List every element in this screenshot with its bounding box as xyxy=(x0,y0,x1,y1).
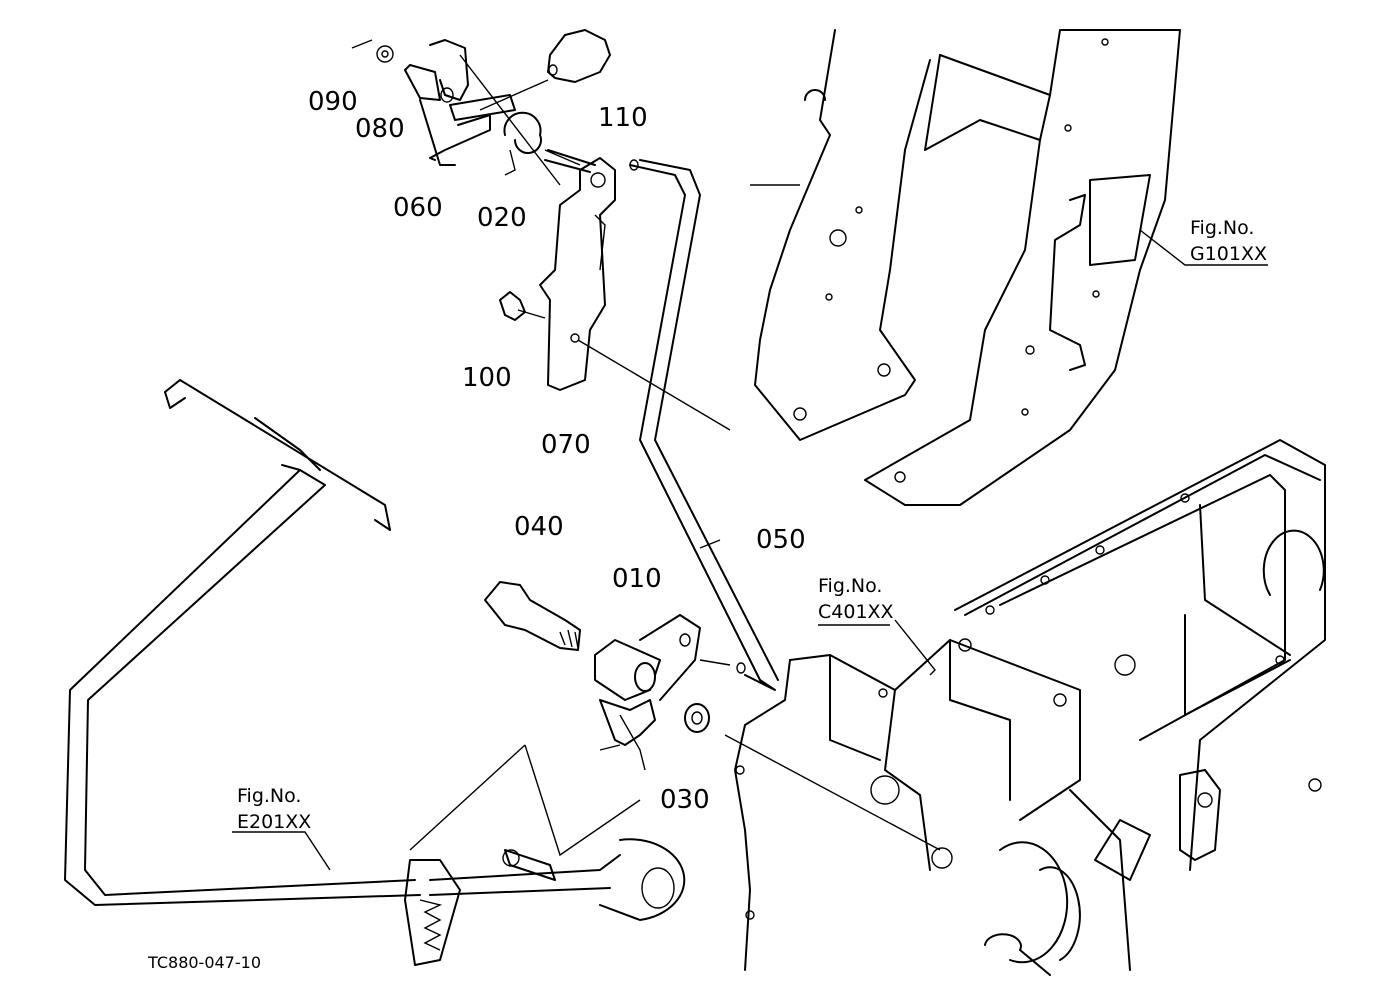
callout-070: 070 xyxy=(541,430,591,460)
callout-060: 060 xyxy=(393,193,443,223)
callout-080: 080 xyxy=(355,114,405,144)
bracket-070 xyxy=(539,149,731,431)
fig-ref-c401-prefix: Fig.No. xyxy=(818,575,882,597)
pedal-lever xyxy=(64,379,686,966)
callout-050: 050 xyxy=(756,525,806,555)
callout-110: 110 xyxy=(598,103,648,133)
fig-ref-c401-code: C401XX xyxy=(818,601,894,623)
callout-010: 010 xyxy=(612,564,662,594)
fig-ref-e201-prefix: Fig.No. xyxy=(237,785,301,807)
fig-ref-g101-code: G101XX xyxy=(1190,243,1267,265)
callout-100: 100 xyxy=(462,363,512,393)
fig-ref-g101-prefix: Fig.No. xyxy=(1190,217,1254,239)
small-parts xyxy=(351,29,611,321)
upper-frame-panel xyxy=(750,29,1181,506)
drawing-code: TC880-047-10 xyxy=(147,953,261,972)
fig-ref-e201-code: E201XX xyxy=(237,811,311,833)
pivot-assembly xyxy=(484,581,941,851)
callout-030: 030 xyxy=(660,785,710,815)
callout-090: 090 xyxy=(308,87,358,117)
rod-050 xyxy=(629,159,779,691)
transmission-case xyxy=(734,439,1326,976)
leader-lines xyxy=(232,229,1268,871)
callout-020: 020 xyxy=(477,203,527,233)
callout-040: 040 xyxy=(514,512,564,542)
